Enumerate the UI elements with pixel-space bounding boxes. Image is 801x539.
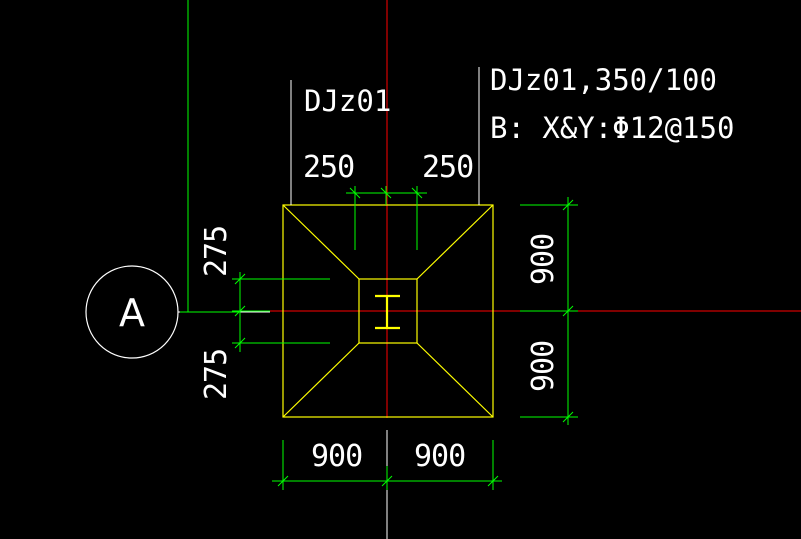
dim-bottom-tick-right [487,475,499,487]
dim-left-tick-top [234,273,246,285]
steel-column-symbol [375,294,400,330]
footing-bottom-step [282,204,494,418]
slope-line-top-right [416,204,494,280]
dim-bottom-tick-left [277,475,289,487]
dim-right-tick-mid [562,305,574,317]
dim-top-tick-right [411,187,423,199]
dim-top-tick-left [349,187,361,199]
annotation-line-1: DJz01,350/100 [490,63,717,97]
dimension-lines [232,186,578,490]
label-leaders [290,67,480,205]
dim-right-upper-text: 900 [526,234,561,285]
dim-top-right-text: 250 [422,150,473,185]
slope-line-top-left [282,204,360,280]
dim-top-tick-mid [380,187,392,199]
dim-right-lower-text: 900 [526,341,561,392]
dim-right-tick-top [562,199,574,211]
dim-right-tick-bottom [562,411,574,423]
dim-bottom-right-text: 900 [414,439,465,474]
dim-top-left-text: 250 [303,150,354,185]
dim-left-tick-mid [234,305,246,317]
dim-left-tick-bottom [234,337,246,349]
annotation-line-2: B: X&Y:Φ12@150 [490,111,734,145]
slope-line-bottom-right [416,342,494,418]
slope-line-bottom-left [282,342,360,418]
footing-tag-label: DJz01 [304,84,391,118]
dim-left-upper-text: 275 [199,226,234,277]
axis-bubble-label: A [119,291,145,335]
column-pedestal [358,278,418,344]
dim-left-lower-text: 275 [199,349,234,400]
dim-bottom-left-text: 900 [311,439,362,474]
axis-bubble-circle [85,265,179,359]
dim-bottom-tick-mid [381,475,393,487]
footing-outline [282,204,494,418]
